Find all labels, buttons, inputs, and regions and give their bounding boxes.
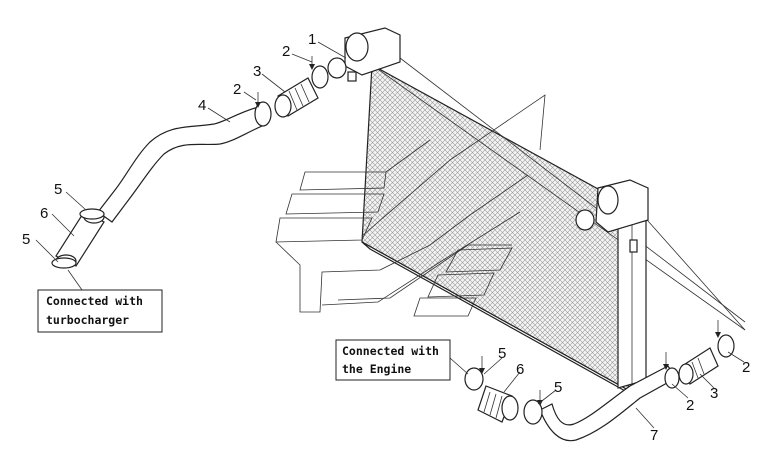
label-part-5-bottom-right: 5 bbox=[554, 379, 562, 396]
label-part-6-bottom: 6 bbox=[516, 361, 524, 378]
callout-turbocharger-line1: Connected with bbox=[46, 294, 143, 308]
label-part-2-bottom-left: 2 bbox=[686, 397, 694, 414]
label-part-5-bottom-left: 5 bbox=[498, 345, 506, 362]
callout-engine-line1: Connected with bbox=[342, 344, 439, 358]
intercooler-core bbox=[361, 57, 746, 398]
label-part-2-top-left: 2 bbox=[233, 81, 241, 98]
label-part-2-top-right: 2 bbox=[282, 43, 290, 60]
label-part-7: 7 bbox=[650, 427, 658, 444]
callout-engine: Connected with the Engine bbox=[335, 339, 451, 381]
callout-turbocharger: Connected with turbocharger bbox=[37, 289, 163, 333]
bellows-coupler-lower bbox=[477, 385, 519, 423]
label-part-5-left-lower: 5 bbox=[22, 231, 30, 248]
leader-lines bbox=[35, 41, 745, 429]
label-part-3-top: 3 bbox=[253, 63, 261, 80]
callout-turbocharger-line2: turbocharger bbox=[46, 313, 129, 327]
label-part-3-bottom: 3 bbox=[710, 385, 718, 402]
upper-hose-assembly bbox=[51, 56, 329, 269]
bellows-coupler-upper bbox=[274, 77, 319, 118]
top-inlet-tank bbox=[327, 27, 401, 82]
label-part-2-bottom-right: 2 bbox=[742, 359, 750, 376]
label-part-1-top: 1 bbox=[308, 31, 316, 48]
callout-engine-line2: the Engine bbox=[342, 362, 411, 376]
label-part-4: 4 bbox=[198, 97, 206, 114]
background-outline-shapes bbox=[275, 94, 546, 317]
label-part-6-left: 6 bbox=[40, 205, 48, 222]
part-labels: 1 2 3 2 4 5 6 5 5 6 5 2 3 2 7 bbox=[22, 31, 750, 444]
label-part-5-left-upper: 5 bbox=[54, 181, 62, 198]
lower-hose-assembly bbox=[464, 320, 735, 442]
right-outlet-tank bbox=[575, 179, 649, 233]
